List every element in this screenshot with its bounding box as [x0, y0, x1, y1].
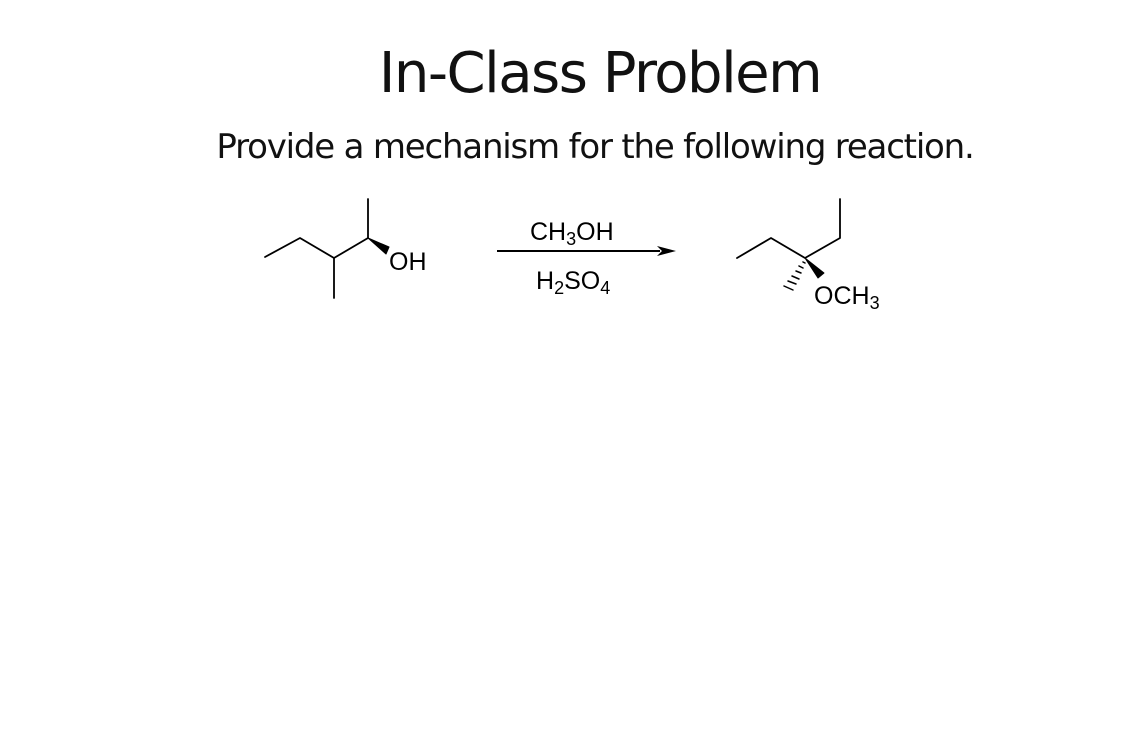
svg-text:H2SO4: H2SO4 — [536, 267, 610, 298]
svg-text:CH3OH: CH3OH — [530, 218, 614, 249]
product-wedge-bond — [804, 257, 825, 279]
slide-title: In-Class Problem — [378, 41, 823, 106]
reagent-above-part2: OH — [576, 218, 614, 246]
reagent-below-part1: H — [536, 267, 554, 295]
svg-text:OCH3: OCH3 — [814, 282, 880, 313]
product-carbon-chain — [736, 198, 841, 259]
reagent-above-sub: 3 — [566, 229, 576, 249]
product-sub-label: 3 — [870, 293, 880, 313]
reactant-carbon-chain — [264, 237, 369, 259]
arrow-head-icon — [657, 246, 676, 256]
reagent-below-part2: SO — [564, 267, 600, 295]
product-structure — [736, 198, 841, 291]
reagent-above-part1: CH — [530, 218, 566, 246]
reaction-arrow — [497, 246, 676, 256]
reactant-structure — [264, 198, 390, 299]
slide-subtitle: Provide a mechanism for the following re… — [216, 127, 974, 167]
reagent-above: CH3OH — [530, 218, 614, 249]
product-och-label: OCH — [814, 282, 870, 310]
reagent-below-sub1: 2 — [554, 278, 564, 298]
reactant-oh-label: OH — [389, 248, 427, 276]
reagent-below-sub2: 4 — [600, 278, 610, 298]
reagent-below: H2SO4 — [536, 267, 610, 298]
product-hashed-bond — [783, 261, 806, 291]
reactant-wedge-bond — [367, 237, 390, 255]
